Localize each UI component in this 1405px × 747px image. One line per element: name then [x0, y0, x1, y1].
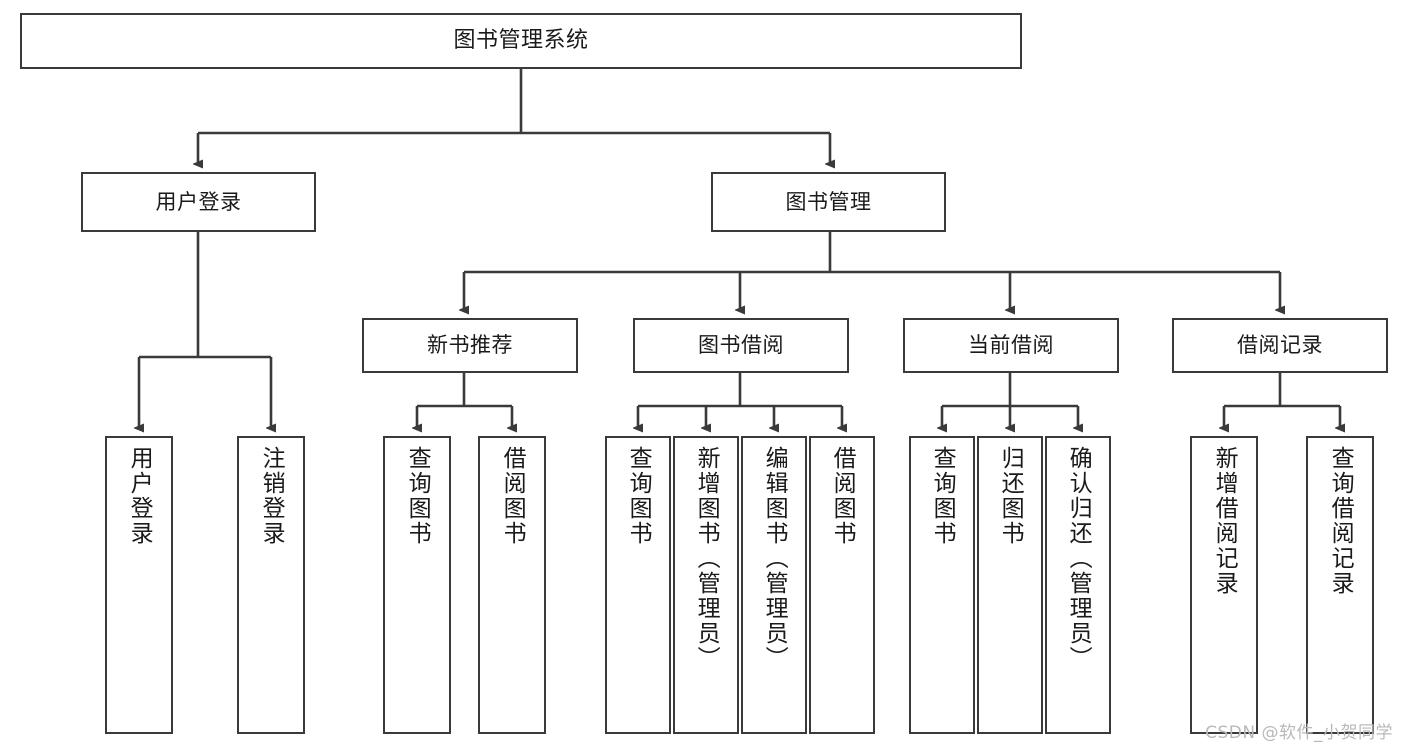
node-leaf-cb-confirm-return[interactable]: 确认归还（管理员）	[1045, 436, 1111, 734]
node-leaf-logout[interactable]: 注销登录	[237, 436, 305, 734]
node-leaf-bb-add-book[interactable]: 新增图书（管理员）	[673, 436, 739, 734]
node-leaf-bb-borrow-book-label: 借阅图书	[829, 446, 856, 546]
node-leaf-br-query-record[interactable]: 查询借阅记录	[1306, 436, 1374, 734]
node-leaf-cb-return-book[interactable]: 归还图书	[977, 436, 1043, 734]
node-leaf-cb-query-book[interactable]: 查询图书	[909, 436, 975, 734]
node-leaf-cb-query-book-label: 查询图书	[929, 446, 956, 546]
node-leaf-bb-query-book[interactable]: 查询图书	[605, 436, 671, 734]
node-leaf-bb-edit-book[interactable]: 编辑图书（管理员）	[741, 436, 807, 734]
node-leaf-cb-confirm-return-label: 确认归还（管理员）	[1065, 446, 1092, 671]
node-leaf-bb-query-book-label: 查询图书	[625, 446, 652, 546]
node-leaf-bb-borrow-book[interactable]: 借阅图书	[809, 436, 875, 734]
node-book-borrow[interactable]: 图书借阅	[633, 318, 849, 373]
node-leaf-nbr-query-book[interactable]: 查询图书	[383, 436, 451, 734]
node-current-borrow-label: 当前借阅	[968, 333, 1054, 358]
node-leaf-logout-label: 注销登录	[258, 446, 285, 546]
node-leaf-nbr-query-book-label: 查询图书	[404, 446, 431, 546]
node-book-management-label: 图书管理	[785, 189, 872, 214]
node-borrow-record-label: 借阅记录	[1237, 333, 1323, 358]
node-current-borrow[interactable]: 当前借阅	[903, 318, 1119, 373]
node-leaf-br-query-record-label: 查询借阅记录	[1327, 446, 1354, 596]
node-root[interactable]: 图书管理系统	[20, 13, 1022, 69]
node-borrow-record[interactable]: 借阅记录	[1172, 318, 1388, 373]
node-new-book-recommend-label: 新书推荐	[427, 333, 513, 358]
node-leaf-login[interactable]: 用户登录	[105, 436, 173, 734]
node-leaf-cb-return-book-label: 归还图书	[997, 446, 1024, 546]
node-leaf-br-add-record[interactable]: 新增借阅记录	[1190, 436, 1258, 734]
node-leaf-bb-edit-book-label: 编辑图书（管理员）	[761, 446, 788, 671]
node-leaf-nbr-borrow-book-label: 借阅图书	[499, 446, 526, 546]
node-new-book-recommend[interactable]: 新书推荐	[362, 318, 578, 373]
node-user-login[interactable]: 用户登录	[81, 172, 316, 232]
node-leaf-br-add-record-label: 新增借阅记录	[1211, 446, 1238, 596]
node-leaf-nbr-borrow-book[interactable]: 借阅图书	[478, 436, 546, 734]
node-leaf-bb-add-book-label: 新增图书（管理员）	[693, 446, 720, 671]
node-book-borrow-label: 图书借阅	[698, 333, 784, 358]
node-leaf-login-label: 用户登录	[126, 446, 153, 546]
node-book-management[interactable]: 图书管理	[711, 172, 946, 232]
node-user-login-label: 用户登录	[155, 189, 242, 214]
node-root-label: 图书管理系统	[453, 28, 589, 54]
